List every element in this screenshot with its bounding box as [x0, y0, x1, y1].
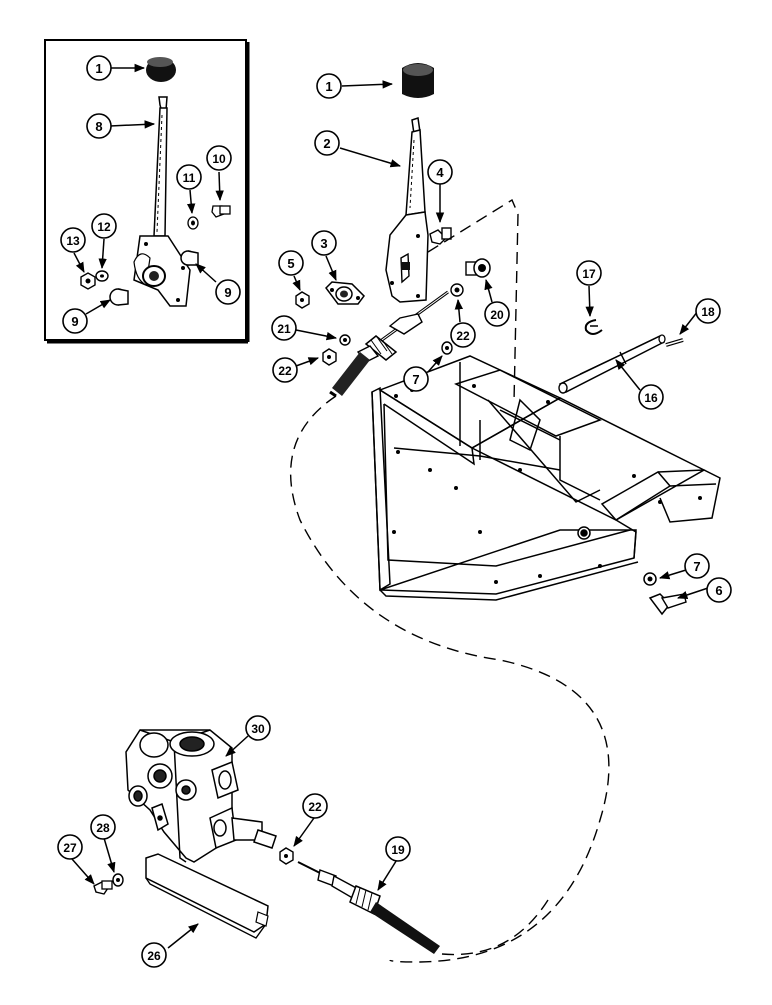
frame-part	[371, 355, 721, 601]
leader-lines	[71, 63, 709, 949]
svg-text:7: 7	[693, 559, 700, 574]
inset-box	[44, 39, 250, 344]
svg-text:5: 5	[287, 256, 294, 271]
svg-text:11: 11	[183, 171, 196, 185]
svg-text:10: 10	[212, 152, 226, 166]
callout-pivot-bracket: 3	[311, 230, 337, 256]
bolt-20-part	[465, 258, 491, 278]
svg-text:22: 22	[308, 800, 322, 814]
callout-lockwasher-21: 21	[271, 315, 297, 341]
svg-text:6: 6	[715, 583, 722, 598]
svg-text:22: 22	[456, 329, 470, 343]
svg-text:8: 8	[95, 119, 102, 134]
lockwasher-21-part	[339, 334, 351, 346]
inset-washer-11-part	[187, 216, 199, 230]
callout-shaft-16: 16	[638, 384, 664, 410]
callout-knob: 1	[316, 73, 342, 99]
cable-end-part	[329, 290, 449, 398]
callout-inset-bushing-right: 9	[215, 279, 241, 305]
callout-nut-22-lower: 22	[302, 793, 328, 819]
svg-text:12: 12	[97, 220, 111, 234]
svg-text:9: 9	[224, 285, 231, 300]
inset-knob-part	[146, 57, 176, 82]
callout-nut-22-upper-left: 22	[272, 357, 298, 383]
svg-text:2: 2	[323, 136, 330, 151]
washer-7-lower-part	[643, 572, 657, 586]
svg-text:9: 9	[71, 314, 78, 329]
svg-text:20: 20	[490, 308, 504, 322]
svg-text:19: 19	[391, 843, 405, 857]
svg-text:13: 13	[66, 234, 80, 248]
callout-inset-knob: 1	[86, 55, 112, 81]
inset-bushing-right-part	[180, 250, 199, 266]
callout-lever: 2	[314, 130, 340, 156]
callout-nut-22-upper-right: 22	[450, 322, 476, 348]
pin-18-part	[665, 338, 684, 347]
shaft-16-part	[558, 334, 666, 394]
svg-text:7: 7	[412, 372, 419, 387]
clip-17-part	[584, 319, 603, 335]
svg-text:26: 26	[147, 949, 161, 963]
washer-28-part	[112, 873, 124, 887]
callout-bolt-20: 20	[484, 301, 510, 327]
svg-text:21: 21	[277, 322, 291, 336]
callout-inset-washer-11: 11	[176, 164, 202, 190]
callout-clip-17: 17	[576, 260, 602, 286]
knob-part	[402, 63, 434, 98]
lever-bolt-part	[429, 227, 452, 245]
bracket-26-part	[145, 853, 269, 939]
svg-text:3: 3	[320, 236, 327, 251]
svg-text:18: 18	[701, 305, 715, 319]
valve-30-part	[125, 729, 277, 863]
callout-bolt-6: 6	[706, 577, 732, 603]
callout-bolt-27: 27	[57, 834, 83, 860]
svg-text:30: 30	[251, 722, 265, 736]
svg-text:4: 4	[436, 165, 444, 180]
pivot-bracket-part	[325, 281, 365, 305]
callout-inset-bushing-left: 9	[62, 308, 88, 334]
callout-pin-18: 18	[695, 298, 721, 324]
phantom-lines	[289, 198, 610, 963]
svg-text:17: 17	[582, 267, 596, 281]
callout-inset-lever: 8	[86, 113, 112, 139]
callout-lever-bolt: 4	[427, 159, 453, 185]
svg-text:22: 22	[278, 364, 292, 378]
svg-text:1: 1	[325, 79, 332, 94]
cable-19-part	[297, 861, 440, 954]
nut-22-upper-right-part	[450, 283, 464, 297]
svg-text:28: 28	[96, 821, 110, 835]
inset-bushing-left-part	[109, 288, 129, 306]
inset-lever-part	[133, 96, 191, 307]
callout-valve-30: 30	[245, 715, 271, 741]
nut-22-lower-part	[279, 847, 294, 865]
washer-7-upper-part	[441, 341, 453, 355]
nut-22-upper-left-part	[322, 348, 337, 366]
callout-washer-28: 28	[90, 814, 116, 840]
nut-5-part	[295, 291, 310, 309]
bolt-27-part	[93, 880, 113, 895]
callout-bracket-26: 26	[141, 942, 167, 968]
callout-nut-5: 5	[278, 250, 304, 276]
svg-text:16: 16	[644, 391, 658, 405]
callout-washer-7-lower: 7	[684, 553, 710, 579]
callout-inset-bolt: 10	[206, 145, 232, 171]
svg-text:27: 27	[63, 841, 77, 855]
inset-nut-part	[80, 272, 96, 290]
lever-part	[385, 117, 429, 303]
inset-washer-12-part	[95, 270, 109, 282]
callout-cable-19: 19	[385, 836, 411, 862]
callout-washer-7-upper: 7	[403, 366, 429, 392]
callout-inset-nut: 13	[60, 227, 86, 253]
svg-text:1: 1	[95, 61, 102, 76]
callout-inset-washer-12: 12	[91, 213, 117, 239]
inset-bolt-part	[211, 205, 231, 218]
